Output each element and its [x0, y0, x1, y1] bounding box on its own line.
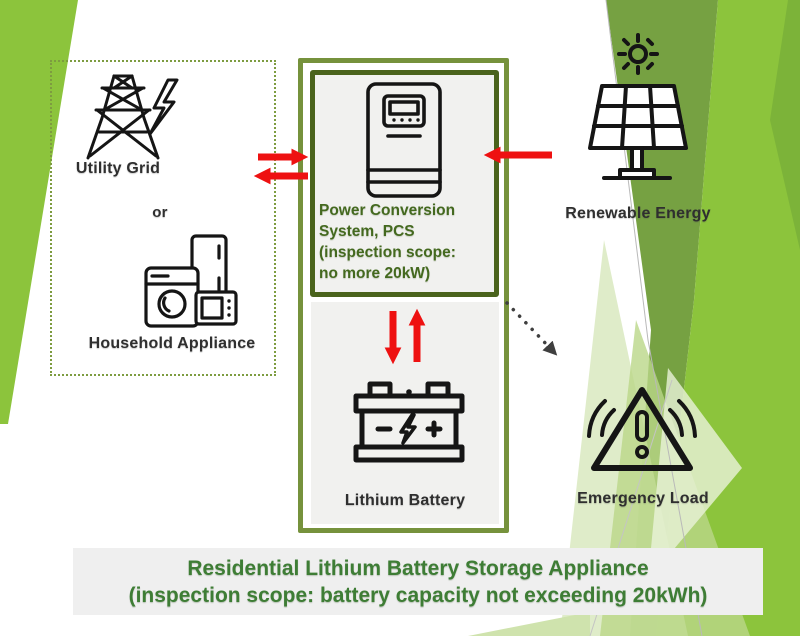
home-appliances-icon	[140, 232, 240, 332]
solar-panel-icon	[574, 32, 698, 200]
pcs-box	[310, 70, 499, 297]
sun-icon	[628, 44, 648, 64]
warning-triangle-icon	[580, 376, 704, 488]
renewable-energy-label: Renewable Energy	[565, 205, 711, 222]
transmission-tower-icon	[72, 66, 182, 166]
lithium-battery-label: Lithium Battery	[344, 492, 466, 509]
or-label: or	[152, 204, 168, 221]
battery-icon	[348, 380, 472, 476]
lightning-bolt-icon	[148, 78, 179, 136]
emergency-load-label: Emergency Load	[577, 490, 709, 507]
utility-grid-label: Utility Grid	[75, 160, 161, 177]
caption-text: Residential Lithium Battery Storage Appl…	[128, 556, 708, 607]
lightning-bolt-icon	[399, 413, 417, 445]
inverter-icon	[354, 78, 454, 202]
caption-banner: Residential Lithium Battery Storage Appl…	[73, 548, 763, 615]
pcs-label: Power Conversion System, PCS (inspection…	[319, 202, 456, 282]
household-appliance-label: Household Appliance	[88, 335, 256, 352]
pcs-to-emergency-dotted-arrow	[505, 301, 558, 356]
